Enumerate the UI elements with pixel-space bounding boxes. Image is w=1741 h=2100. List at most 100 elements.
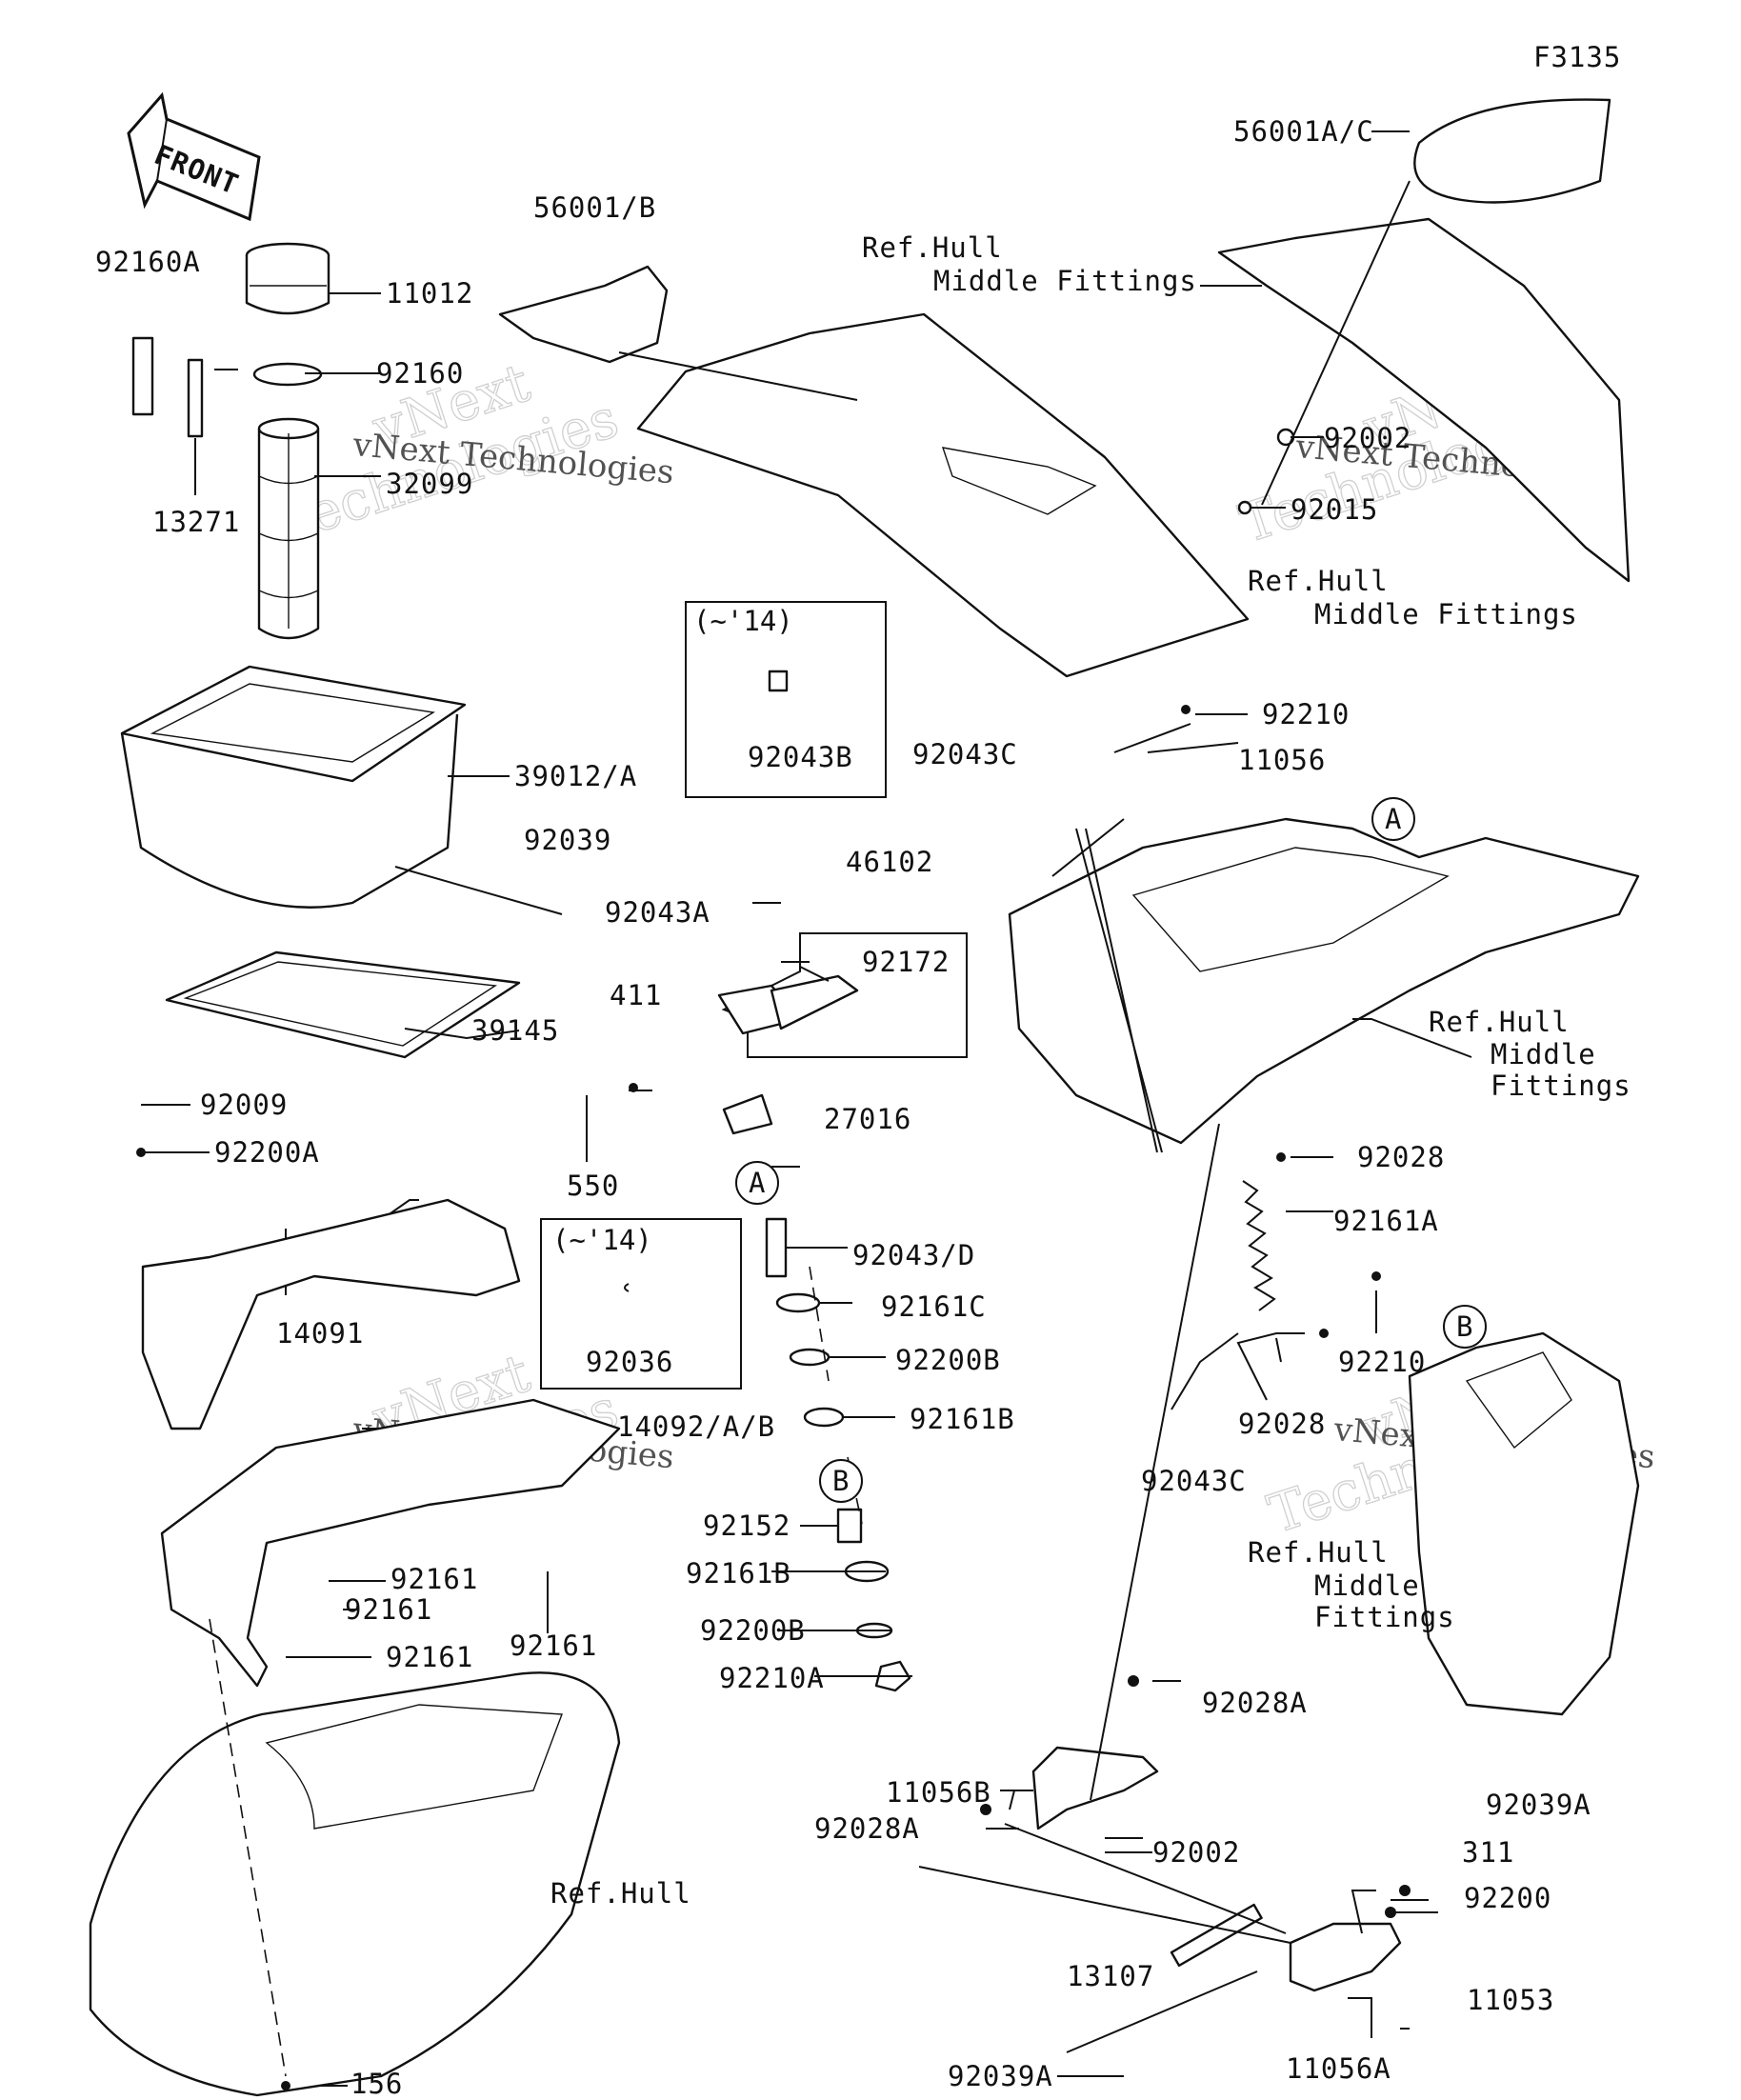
label-92161b-1: 92161B bbox=[910, 1403, 1015, 1435]
hardware-dots bbox=[136, 705, 1411, 2090]
link-11056b bbox=[1031, 1746, 1159, 1830]
seat-base bbox=[1008, 817, 1640, 1145]
mirror-56001ac bbox=[1413, 98, 1611, 204]
label-92002-2: 92002 bbox=[1152, 1836, 1240, 1869]
ref-hull-1: Ref.Hull bbox=[862, 231, 1003, 264]
label-92160a: 92160A bbox=[95, 246, 201, 278]
label-92200b-1: 92200B bbox=[895, 1344, 1001, 1376]
variant-box-1-part: 92043B bbox=[748, 741, 853, 773]
label-92039: 92039 bbox=[524, 824, 611, 856]
svg-text:A: A bbox=[1385, 803, 1402, 835]
label-92039a-2: 92039A bbox=[948, 2060, 1053, 2092]
label-92161-2: 92161 bbox=[345, 1593, 432, 1626]
storage-box bbox=[120, 665, 467, 909]
label-92043a: 92043A bbox=[605, 896, 710, 929]
svg-text:A: A bbox=[749, 1167, 766, 1199]
label-92210a: 92210A bbox=[719, 1662, 825, 1694]
svg-text:B: B bbox=[1456, 1310, 1473, 1343]
label-11056: 11056 bbox=[1238, 744, 1326, 776]
label-92160: 92160 bbox=[376, 357, 464, 390]
label-14091: 14091 bbox=[276, 1317, 364, 1350]
label-27016: 27016 bbox=[824, 1103, 911, 1135]
bracket-92160a bbox=[131, 336, 154, 416]
rod-13107 bbox=[1170, 1903, 1263, 1968]
filler-cap bbox=[245, 242, 330, 315]
marker-b-mid: B bbox=[819, 1459, 863, 1503]
label-39145: 39145 bbox=[471, 1014, 559, 1047]
label-13271: 13271 bbox=[152, 506, 240, 538]
ref-middle-fittings-2: Middle Fittings bbox=[1314, 598, 1578, 630]
knob-27016 bbox=[722, 1093, 773, 1135]
label-92152: 92152 bbox=[703, 1510, 790, 1542]
variant-box-1-title: (~'14) bbox=[693, 605, 793, 637]
hull-right-section bbox=[1408, 1331, 1640, 1716]
bracket-11056a bbox=[1289, 1922, 1402, 1992]
svg-text:B: B bbox=[832, 1465, 850, 1497]
variant-box-2-part: 92036 bbox=[586, 1346, 673, 1378]
label-92043c-1: 92043C bbox=[912, 738, 1018, 770]
variant-box-2 bbox=[540, 1218, 742, 1390]
label-92028-1: 92028 bbox=[1357, 1141, 1445, 1173]
label-92161b-2: 92161B bbox=[686, 1557, 791, 1590]
marker-b-right: B bbox=[1443, 1305, 1487, 1349]
label-56001ac: 56001A/C bbox=[1233, 115, 1374, 148]
ref-hull-3: Ref.Hull bbox=[1429, 1006, 1570, 1038]
label-92015: 92015 bbox=[1291, 493, 1378, 526]
ref-hull-2: Ref.Hull bbox=[1248, 565, 1389, 597]
label-32099: 32099 bbox=[386, 468, 473, 500]
label-11012: 11012 bbox=[386, 277, 473, 310]
cover-14092 bbox=[160, 1398, 621, 1688]
label-311: 311 bbox=[1462, 1836, 1514, 1869]
fitting-top-right bbox=[1217, 217, 1631, 583]
label-92210-1: 92210 bbox=[1262, 698, 1350, 730]
ref-fittings-3: Fittings bbox=[1491, 1070, 1631, 1102]
label-156: 156 bbox=[350, 2068, 403, 2100]
ref-middle-fittings-1: Middle Fittings bbox=[933, 265, 1197, 297]
marker-a-top: A bbox=[1371, 797, 1415, 841]
label-92028a-2: 92028A bbox=[814, 1812, 920, 1845]
label-92009: 92009 bbox=[200, 1089, 288, 1121]
label-11056b: 11056B bbox=[886, 1776, 991, 1809]
label-92028a-1: 92028A bbox=[1202, 1687, 1308, 1719]
spring-92161a bbox=[1242, 1180, 1276, 1311]
ref-middle-3: Middle bbox=[1491, 1038, 1596, 1070]
label-92039a-1: 92039A bbox=[1486, 1789, 1591, 1821]
strap-13271 bbox=[187, 358, 204, 438]
label-92161-1: 92161 bbox=[390, 1563, 478, 1595]
center-hardware-stack bbox=[765, 1217, 911, 1692]
label-92028-2: 92028 bbox=[1238, 1408, 1326, 1440]
label-46102: 46102 bbox=[846, 846, 933, 878]
marker-a-mid: A bbox=[735, 1161, 779, 1205]
label-92043d: 92043/D bbox=[852, 1239, 975, 1271]
label-550: 550 bbox=[567, 1170, 619, 1202]
cover-14091 bbox=[141, 1198, 521, 1430]
label-92002-1: 92002 bbox=[1324, 422, 1411, 454]
front-arrow-icon: FRONT bbox=[127, 91, 261, 222]
label-11053: 11053 bbox=[1467, 1984, 1554, 2016]
label-92161-4: 92161 bbox=[510, 1630, 597, 1662]
ref-hull-bottom: Ref.Hull bbox=[550, 1877, 691, 1910]
label-39012a: 39012/A bbox=[514, 760, 637, 792]
ref-hull-4: Ref.Hull bbox=[1248, 1536, 1389, 1569]
label-92043c-2: 92043C bbox=[1141, 1465, 1247, 1497]
variant-box-2-title: (~'14) bbox=[552, 1224, 652, 1256]
label-92200: 92200 bbox=[1464, 1882, 1551, 1914]
variant-box-1 bbox=[685, 601, 887, 798]
filler-neck-hose bbox=[257, 417, 320, 640]
label-92161c: 92161C bbox=[881, 1290, 987, 1323]
label-56001b: 56001/B bbox=[533, 191, 656, 224]
label-92161-3: 92161 bbox=[386, 1641, 473, 1673]
label-411: 411 bbox=[610, 979, 662, 1011]
label-92200b-2: 92200B bbox=[700, 1614, 806, 1647]
label-92172: 92172 bbox=[862, 946, 950, 978]
label-11056a: 11056A bbox=[1286, 2052, 1391, 2085]
label-13107: 13107 bbox=[1067, 1960, 1154, 1992]
label-92161a: 92161A bbox=[1333, 1205, 1439, 1237]
ref-fittings-4: Fittings bbox=[1314, 1601, 1455, 1633]
figure-code: F3135 bbox=[1533, 41, 1621, 73]
label-14092ab: 14092/A/B bbox=[617, 1410, 775, 1443]
label-92210-2: 92210 bbox=[1338, 1346, 1426, 1378]
ref-middle-4: Middle bbox=[1314, 1570, 1420, 1602]
